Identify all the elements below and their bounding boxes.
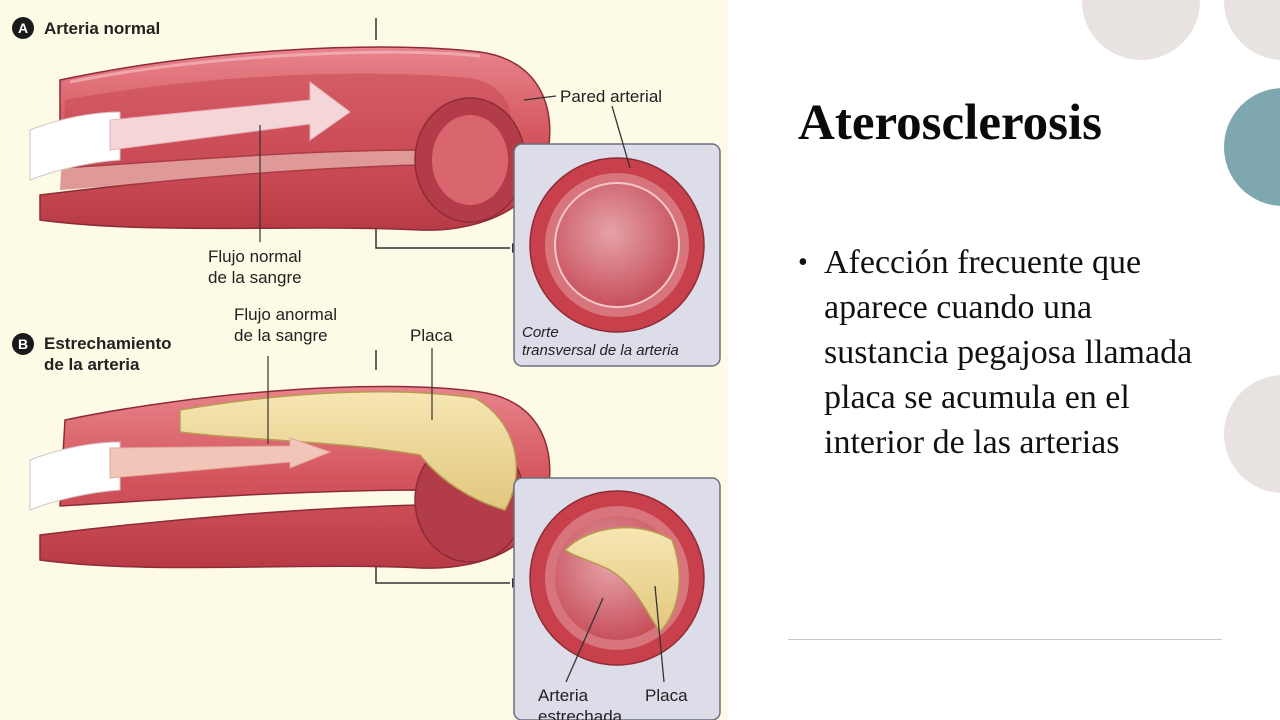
label-corte-transversal: Corte transversal de la arteria [522,324,679,359]
bullet-dot-icon: • [798,247,808,278]
panel-b-title: Estrechamiento de la arteria [44,334,172,374]
label-flujo-anormal: Flujo anormal de la sangre [234,305,337,345]
panel-a-title: Arteria normal [44,19,161,38]
leader-line [565,597,604,683]
bullet-point: • Afección frecuente que aparece cuando … [798,240,1218,465]
slide-title: Aterosclerosis [798,95,1103,151]
panel-b-badge: B [12,333,34,355]
leader-line [523,95,557,101]
leader-line [654,585,665,683]
footer-rule [788,639,1222,640]
decorative-circle [1082,0,1200,60]
decorative-circle [1224,0,1280,60]
leader-line [611,105,631,169]
normal-artery [29,46,551,231]
label-arteria-estrechada: Arteria estrechada [538,686,623,720]
label-flujo-normal: Flujo normal de la sangre [208,247,302,287]
label-placa-top: Placa [410,326,453,345]
label-pared-arterial: Pared arterial [560,87,663,106]
cross-section-plaque [563,526,680,634]
atherosclerosis-illustration: A Arteria normal Pared arterial Flujo no… [0,0,728,720]
bullet-text: Afección frecuente que aparece cuando un… [824,244,1193,461]
narrowed-artery [29,348,551,569]
cross-section-lumen [554,182,680,308]
decorative-circle-teal [1224,88,1280,206]
artery-diagram [29,18,721,720]
decorative-circle [1224,375,1280,493]
panel-a-badge: A [12,17,34,39]
label-placa-bottom: Placa [645,686,688,705]
